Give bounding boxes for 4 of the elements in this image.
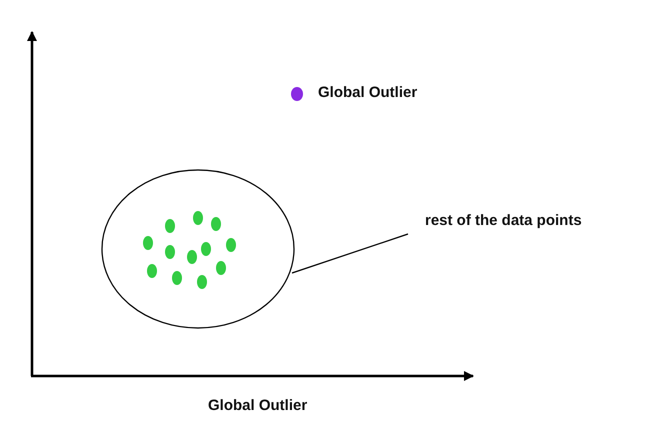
caption: Global Outlier — [208, 397, 308, 414]
leader-line — [292, 233, 408, 274]
annotation-text: rest of the data points — [425, 212, 582, 229]
outlier-label: Global Outlier — [318, 84, 418, 101]
